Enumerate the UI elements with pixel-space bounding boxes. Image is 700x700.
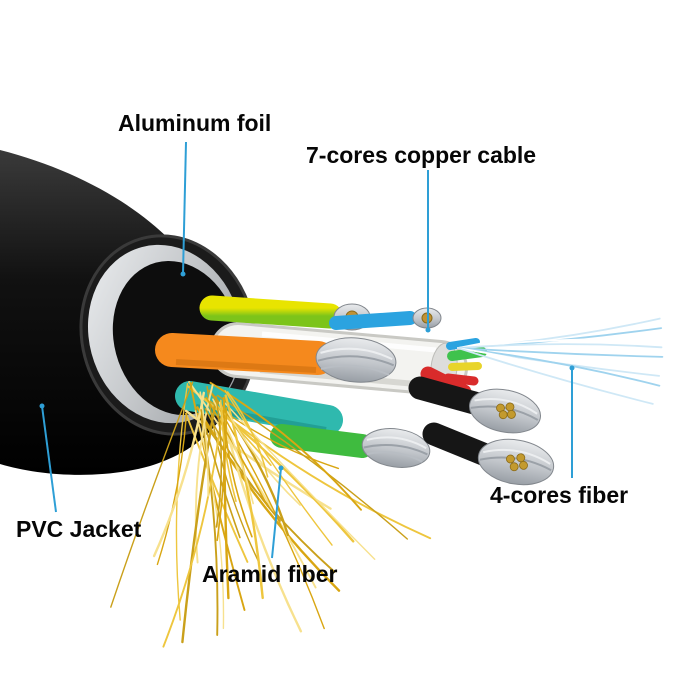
aramid-strand — [196, 406, 341, 592]
aramid-strand — [185, 412, 249, 563]
aramid-strand — [152, 391, 205, 558]
aramid-strand — [226, 410, 301, 506]
label-pvc-jacket: PVC Jacket — [16, 516, 142, 542]
fiber-strand — [457, 347, 654, 405]
leader-pvc-jacket — [41, 405, 57, 513]
leader-dot — [39, 403, 45, 409]
aramid-strand — [206, 385, 260, 564]
aramid-strand — [213, 401, 272, 466]
leader-dot — [278, 465, 284, 471]
leader-lines — [41, 141, 573, 559]
aramid-strand — [162, 408, 224, 648]
aramid-strand — [224, 402, 376, 560]
black-wire-2-strand-tip — [477, 438, 555, 486]
aramid-strand — [219, 411, 432, 540]
aramid-strand — [204, 408, 281, 522]
aramid-strand — [226, 391, 269, 478]
fiber-strand — [457, 315, 621, 349]
aramid-strand — [188, 381, 317, 589]
orange-wire — [155, 333, 397, 383]
fiber-strand — [457, 343, 663, 349]
aramid-strand — [194, 384, 214, 564]
fiber-strand — [457, 347, 661, 387]
aramid-strand — [215, 395, 223, 528]
leader-dot — [569, 365, 575, 371]
leader-aluminum-foil — [182, 141, 187, 275]
label-copper-cable: 7-cores copper cable — [306, 142, 537, 168]
label-aramid-fiber: Aramid fiber — [202, 561, 338, 587]
green-wire — [270, 424, 431, 468]
black-wire-1 — [408, 376, 541, 434]
green-wire-strand-tip — [361, 428, 431, 468]
aramid-strand — [181, 399, 217, 644]
label-aluminum-foil: Aluminum foil — [118, 110, 272, 136]
black-wire-1-strand-tip — [469, 388, 541, 434]
label-four-cores-fiber: 4-cores fiber — [490, 482, 629, 508]
aramid-strand — [216, 394, 408, 540]
optical-fibers — [457, 315, 664, 405]
fiber-strand — [457, 347, 622, 388]
leader-dots — [39, 271, 575, 471]
fiber-strand — [457, 347, 664, 358]
aramid-strand — [156, 412, 188, 566]
aramid-strand — [110, 381, 194, 608]
aramid-strand — [222, 409, 253, 538]
aramid-strand — [199, 391, 209, 497]
leader-aramid-fiber — [271, 467, 282, 559]
orange-wire-strand-tip — [315, 337, 397, 383]
aramid-strand — [224, 390, 333, 546]
aramid-strand — [199, 411, 219, 636]
leader-dot — [425, 327, 431, 333]
black-wire-2 — [422, 422, 555, 486]
leader-dot — [180, 271, 186, 277]
aramid-strand — [216, 407, 228, 542]
